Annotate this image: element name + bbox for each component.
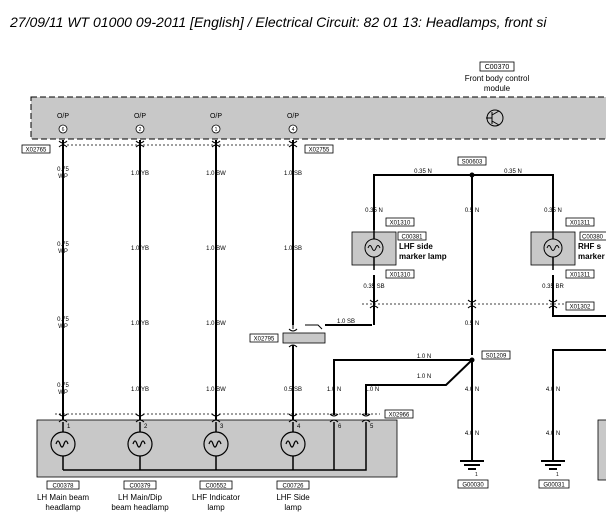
module-code: C00370 (485, 64, 510, 71)
connector-x02755: X02755 (309, 148, 330, 154)
lamp-4-line1: LHF Side (276, 493, 310, 502)
wire-label-n1-b: 1.0 N (417, 374, 431, 380)
pin-num-2: 2 (139, 127, 142, 133)
connector-x01311-top: X01311 (570, 221, 591, 227)
ground-pin-1: 1 (475, 472, 478, 478)
splice-s00603: S00603 (462, 160, 483, 166)
wire-label-n4-c: 4.0 N (465, 431, 479, 437)
ground-code-g00031: G00031 (543, 483, 565, 489)
ground-pin-2: 1 (556, 472, 559, 478)
wire-label-wp-5: 0.75 (57, 317, 69, 323)
page-title: 27/09/11 WT 01000 09-2011 [English] / El… (10, 14, 547, 30)
wire-label-n035-a: 0.35 N (414, 169, 432, 175)
lamp-code-c00381: C00381 (401, 235, 423, 241)
wire-label-wp-1: 0.75 (57, 167, 69, 173)
wire-label-sb-1: 1.0 SB (284, 171, 302, 177)
connector-x01310-bottom: X01310 (390, 273, 411, 279)
lamp-2-line1: LH Main/Dip (118, 493, 163, 502)
connector-x02966: X02966 (389, 413, 410, 419)
lamp-1-line2: headlamp (45, 503, 81, 512)
lamp-code-c00378: C00378 (52, 484, 74, 490)
connector-x01302: X01302 (570, 305, 591, 311)
connector-x02765: X02765 (26, 148, 47, 154)
wire-label-n1-d: 1.0 N (365, 387, 379, 393)
wire-label-wp-7: 0.75 (57, 383, 69, 389)
pin-num-4: 4 (292, 127, 295, 133)
side-marker-right-line1: RHF s (578, 242, 602, 251)
lamp-4-line2: lamp (284, 503, 302, 512)
module-name-2: module (484, 84, 511, 93)
wire-label-bw-3: 1.0 BW (206, 321, 226, 327)
side-marker-right-line2: marker (578, 252, 605, 261)
wire-label-wp-6: WP (58, 324, 68, 330)
lamp-pin-3: 3 (220, 424, 224, 430)
lamp-block (36, 419, 398, 478)
lhf-side-marker-lamp: C00381 LHF side marker lamp (351, 230, 447, 270)
ground-code-g00030: G00030 (462, 483, 484, 489)
wire-label-n4-d: 4.0 N (546, 431, 560, 437)
lamp-1-line1: LH Main beam (37, 493, 89, 502)
pin-label-2: O/P (134, 113, 146, 120)
wire-label-bw-2: 1.0 BW (206, 246, 226, 252)
lamp-pin-1: 1 (67, 424, 71, 430)
module-name-1: Front body control (465, 74, 530, 83)
wire-label-yb-4: 1.0 YB (131, 387, 149, 393)
connector-x02795: X02795 (254, 337, 275, 343)
splice-s01209: S01209 (486, 354, 507, 360)
wire-label-bw-1: 1.0 BW (206, 171, 226, 177)
wire-label-n035-c: 0.35 N (365, 208, 383, 214)
side-marker-left-line1: LHF side (399, 242, 433, 251)
lamp-2: 2 (127, 422, 153, 470)
ground-icon (460, 455, 484, 470)
rhf-side-marker-lamp: C00380 RHF s marker (530, 230, 606, 270)
lamp-pin-4: 4 (297, 424, 301, 430)
wire-label-wp-3: 0.75 (57, 242, 69, 248)
pin-label-3: O/P (210, 113, 222, 120)
wire-label-n035-b: 0.35 N (504, 169, 522, 175)
connector-x01311-bottom: X01311 (570, 273, 591, 279)
wire-label-wp-2: WP (58, 174, 68, 180)
wire-label-sb-4: 1.0 SB (337, 319, 355, 325)
lamp-pin-5: 5 (370, 424, 374, 430)
ground-icon (541, 455, 565, 470)
wire-label-bw-4: 1.0 BW (206, 387, 226, 393)
wire-label-wp-8: WP (58, 390, 68, 396)
wire-label-br035: 0.35 BR (542, 284, 564, 290)
lamp-code-c00726: C00726 (282, 484, 304, 490)
transistor-icon (486, 109, 504, 127)
wire-label-n4-a: 4.0 N (465, 387, 479, 393)
lamp-pin-2: 2 (144, 424, 148, 430)
lamp-pin-6: 6 (338, 424, 342, 430)
wire-label-sb035: 0.35 SB (363, 284, 384, 290)
wire-label-n035-d: 0.35 N (544, 208, 562, 214)
wire-label-n1-c: 1.0 N (327, 387, 341, 393)
pin-num-3: 1 (215, 127, 218, 133)
lamp-3-line2: lamp (207, 503, 225, 512)
wire-label-sb-3: 0.5 SB (284, 387, 302, 393)
pin-num-1: 6 (62, 127, 65, 133)
lamp-code-c00379: C00379 (129, 484, 151, 490)
front-body-control-module: C00370 Front body control module O/P 6 O… (30, 61, 606, 140)
wire-label-yb-2: 1.0 YB (131, 246, 149, 252)
wire-label-yb-3: 1.0 YB (131, 321, 149, 327)
lamp-1: 1 (50, 422, 76, 470)
pin-label-1: O/P (57, 113, 69, 120)
lamp-code-c00380: C00380 (582, 235, 604, 241)
wire-label-yb-1: 1.0 YB (131, 171, 149, 177)
wire-label-n4-b: 4.0 N (546, 387, 560, 393)
side-marker-left-line2: marker lamp (399, 252, 447, 261)
lamp-code-c00552: C00552 (205, 484, 227, 490)
lamp-2-line2: beam headlamp (111, 503, 169, 512)
lamp-4: 4 (280, 422, 306, 470)
wire-label-n05: 0.5 N (465, 208, 479, 214)
lamp-3: 3 (203, 422, 229, 470)
lamp-3-line1: LHF Indicator (192, 493, 240, 502)
pin-label-4: O/P (287, 113, 299, 120)
wire-label-wp-4: WP (58, 249, 68, 255)
connector-x01310-top: X01310 (390, 221, 411, 227)
wire-label-sb-2: 1.0 SB (284, 246, 302, 252)
wire-label-n05-b: 0.5 N (465, 321, 479, 327)
wire-label-n1-a: 1.0 N (417, 354, 431, 360)
